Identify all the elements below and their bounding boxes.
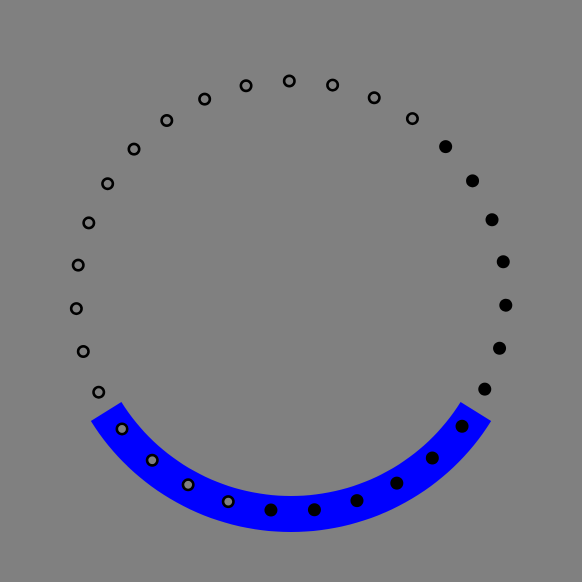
filled-dot — [499, 298, 513, 312]
filled-dot — [425, 451, 439, 465]
filled-dot — [478, 382, 492, 396]
filled-dot — [455, 419, 469, 433]
hollow-dot — [115, 422, 129, 436]
filled-dot — [390, 476, 404, 490]
hollow-dot — [82, 216, 96, 230]
hollow-dot — [69, 302, 83, 316]
hollow-dot — [145, 453, 159, 467]
hollow-dot — [405, 112, 419, 126]
filled-dot — [307, 503, 321, 517]
hollow-dot — [127, 142, 141, 156]
hollow-dot — [71, 258, 85, 272]
hollow-dot — [239, 79, 253, 93]
filled-dot — [350, 494, 364, 508]
filled-dot — [466, 174, 480, 188]
filled-dot — [264, 503, 278, 517]
hollow-dot — [367, 91, 381, 105]
hollow-dot — [76, 345, 90, 359]
hollow-dot — [326, 78, 340, 92]
filled-dot — [493, 341, 507, 355]
hollow-dot — [198, 92, 212, 106]
hollow-dot — [101, 177, 115, 191]
filled-dot — [485, 213, 499, 227]
blue-arc-band — [90, 401, 492, 533]
hollow-dot — [160, 114, 174, 128]
filled-dot — [439, 140, 453, 154]
hollow-dot — [221, 495, 235, 509]
filled-dot — [496, 255, 510, 269]
dot-ring — [69, 74, 513, 517]
hollow-dot — [92, 385, 106, 399]
hollow-dot — [181, 478, 195, 492]
hollow-dot — [282, 74, 296, 88]
